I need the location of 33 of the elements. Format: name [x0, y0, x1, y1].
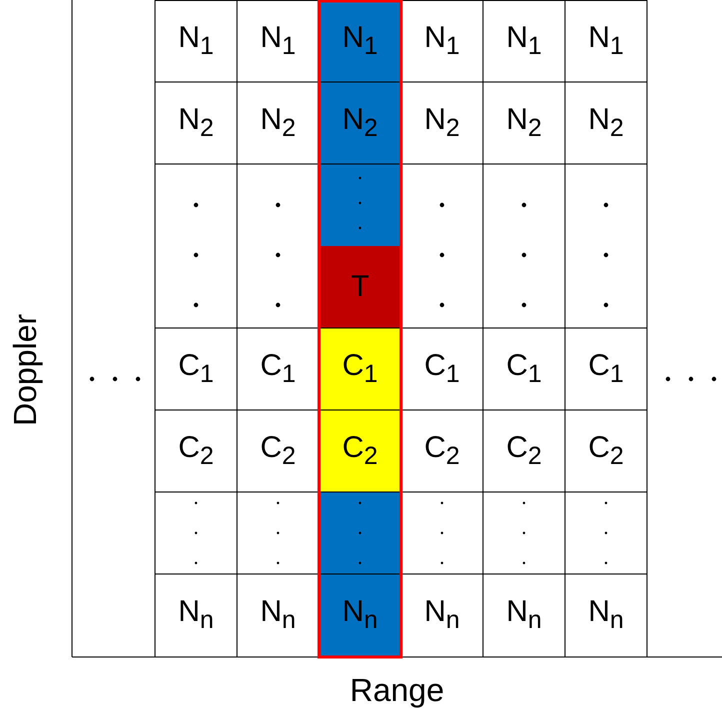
cell-label: C$_{1}$	[178, 351, 214, 387]
cell-label: N$_{n}$	[588, 597, 624, 633]
cell-label: N$_{2}$	[178, 105, 214, 141]
cell-label: C$_{1}$	[506, 351, 542, 387]
cell-label: C$_{2}$	[424, 433, 460, 469]
cell-label: N$_{n}$	[424, 597, 460, 633]
cell-label: C$_{1}$	[424, 351, 460, 387]
cell-label: N$_{n}$	[342, 597, 378, 633]
cell-label: N$_{2}$	[342, 105, 378, 141]
axis-label: Doppler	[9, 314, 41, 426]
cell-label: N$_{1}$	[506, 23, 542, 59]
cell-label: T	[350, 272, 370, 302]
cell-label: N$_{2}$	[424, 105, 460, 141]
cell-label: N$_{1}$	[424, 23, 460, 59]
cell-label: N$_{n}$	[178, 597, 214, 633]
cell-label: N$_{1}$	[260, 23, 296, 59]
cell-label: N$_{2}$	[260, 105, 296, 141]
cell-label: N$_{1}$	[178, 23, 214, 59]
axis-label: Range	[350, 674, 444, 706]
cell-label: N$_{2}$	[588, 105, 624, 141]
cell-label: N$_{n}$	[260, 597, 296, 633]
cell-label: C$_{1}$	[260, 351, 296, 387]
cell-label: C$_{2}$	[178, 433, 214, 469]
cell-label: N$_{2}$	[506, 105, 542, 141]
cell-label: C$_{1}$	[342, 351, 378, 387]
cell-label: C$_{2}$	[342, 433, 378, 469]
cell-label: C$_{2}$	[260, 433, 296, 469]
cell-label: N$_{1}$	[342, 23, 378, 59]
cell-label: C$_{2}$	[588, 433, 624, 469]
cell-label: C$_{1}$	[588, 351, 624, 387]
cell-label: N$_{n}$	[506, 597, 542, 633]
cell-label: C$_{2}$	[506, 433, 542, 469]
cell-label: N$_{1}$	[588, 23, 624, 59]
